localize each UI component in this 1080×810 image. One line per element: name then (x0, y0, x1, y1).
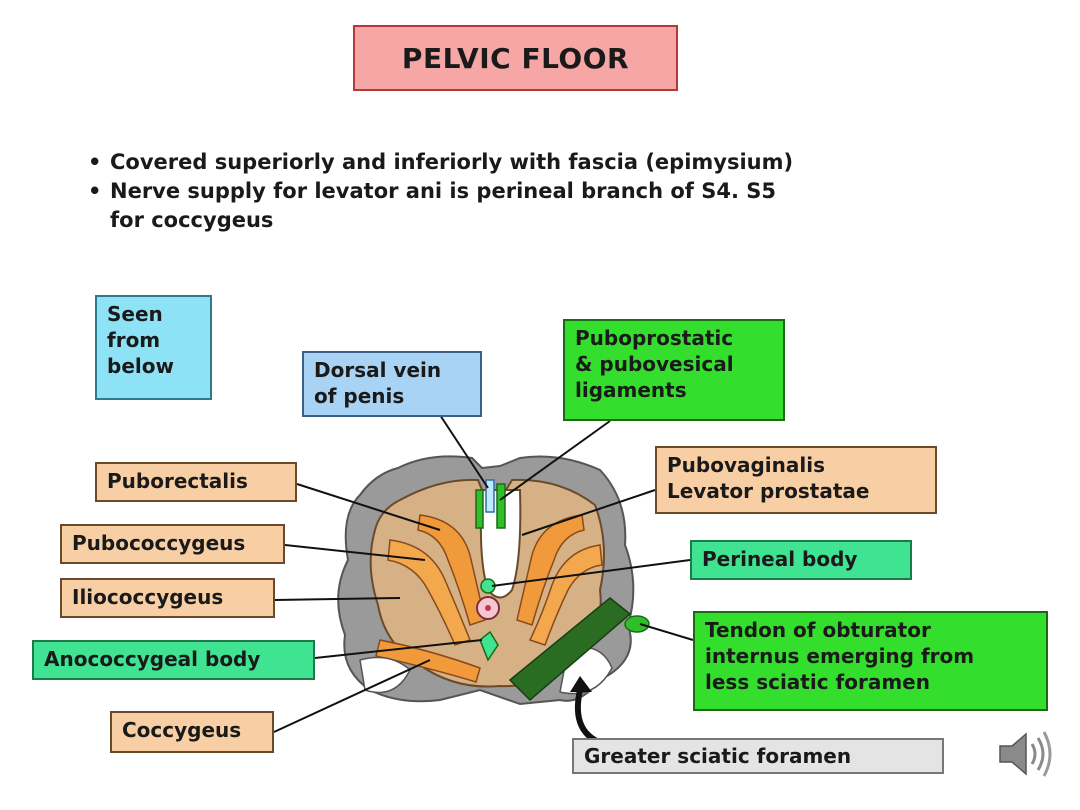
pubococcygeus-fibers-left (387, 539, 471, 646)
puboprostatic-ligament-shape (496, 483, 506, 529)
label-line: Levator prostatae (667, 479, 870, 503)
label-line: Puboprostatic (575, 326, 734, 350)
label-anococcygeal-body: Anococcygeal body (32, 640, 315, 680)
puborectalis-fibers-left (417, 514, 486, 626)
arrow-head (570, 676, 592, 692)
obturator-tendon-shape (508, 597, 632, 702)
label-perineal-body: Perineal body (690, 540, 912, 580)
label-iliococcygeus: Iliococcygeus (60, 578, 275, 618)
label-line: Tendon of obturator (705, 618, 931, 642)
label-line: Pubovaginalis (667, 453, 826, 477)
label-greater-sciatic: Greater sciatic foramen (572, 738, 944, 774)
bullet-list: •Covered superiorly and inferiorly with … (88, 148, 988, 235)
label-line: internus emerging from (705, 644, 975, 668)
label-pubovaginalis: Pubovaginalis Levator prostatae (655, 446, 937, 514)
anococcygeal-body-shape (479, 630, 499, 662)
label-coccygeus: Coccygeus (110, 711, 274, 753)
leader-lines (273, 414, 694, 733)
label-line: below (107, 354, 174, 378)
label-tendon-obturator: Tendon of obturator internus emerging fr… (693, 611, 1048, 711)
page-title: PELVIC FLOOR (353, 25, 678, 91)
speaker-icon[interactable] (996, 726, 1054, 786)
obturator-tendon-tip (624, 615, 650, 633)
urogenital-hiatus (479, 489, 522, 599)
pubococcygeus-fibers-right (528, 544, 603, 646)
dorsal-vein-shape (485, 479, 495, 513)
greater-sciatic-arrow (574, 689, 608, 748)
label-seen-from-below: Seen from below (95, 295, 212, 400)
label-puboprostatic: Puboprostatic & pubovesical ligaments (563, 319, 785, 421)
label-line: of penis (314, 384, 405, 408)
label-line: Dorsal vein (314, 358, 442, 382)
label-puborectalis: Puborectalis (95, 462, 297, 502)
label-pubococcygeus: Pubococcygeus (60, 524, 285, 564)
bullet-text: Nerve supply for levator ani is perineal… (110, 179, 776, 203)
label-line: less sciatic foramen (705, 670, 930, 694)
label-line: from (107, 328, 161, 352)
anal-canal-center (485, 605, 491, 611)
puboprostatic-ligament-shape (475, 489, 484, 529)
bullet-continuation: for coccygeus (88, 206, 988, 235)
puborectalis-fibers-right (516, 514, 585, 626)
bullet-item: •Nerve supply for levator ani is perinea… (88, 179, 776, 203)
bullet-text: for coccygeus (110, 208, 274, 232)
label-dorsal-vein: Dorsal vein of penis (302, 351, 482, 417)
bullet-item: •Covered superiorly and inferiorly with … (88, 150, 794, 174)
bullet-text: Covered superiorly and inferiorly with f… (110, 150, 794, 174)
label-line: & pubovesical (575, 352, 734, 376)
label-line: ligaments (575, 378, 687, 402)
label-line: Seen (107, 302, 163, 326)
